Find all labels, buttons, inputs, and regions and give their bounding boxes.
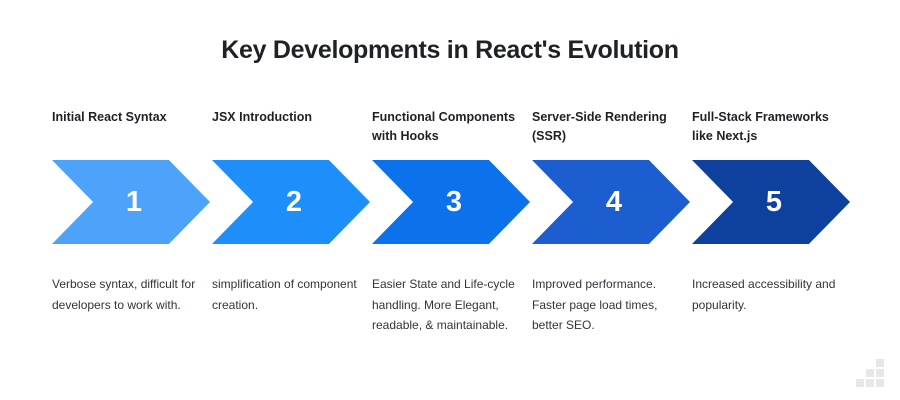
process-step: Functional Components with Hooks 3 Easie…	[372, 108, 532, 358]
step-chevron[interactable]: 4	[532, 160, 692, 244]
step-description: Increased accessibility and popularity.	[692, 277, 836, 312]
step-description: Improved performance. Faster page load t…	[532, 277, 658, 333]
process-step: JSX Introduction 2 simplification of com…	[212, 108, 372, 358]
step-description: Easier State and Life-cycle handling. Mo…	[372, 277, 515, 333]
process-step: Initial React Syntax 1 Verbose syntax, d…	[52, 108, 212, 358]
step-chevron[interactable]: 1	[52, 160, 212, 244]
process-step: Server-Side Rendering (SSR) 4 Improved p…	[532, 108, 692, 358]
step-heading: Initial React Syntax	[52, 110, 167, 124]
bar-chart-staircase-icon	[856, 358, 888, 388]
step-heading: Server-Side Rendering (SSR)	[532, 110, 667, 144]
page-title: Key Developments in React's Evolution	[221, 36, 679, 64]
step-heading: Full-Stack Frameworks like Next.js	[692, 110, 829, 144]
step-description: Verbose syntax, difficult for developers…	[52, 277, 196, 312]
process-step: Full-Stack Frameworks like Next.js 5 Inc…	[692, 108, 852, 358]
step-number: 2	[285, 185, 303, 218]
step-number: 5	[765, 185, 783, 218]
step-chevron[interactable]: 2	[212, 160, 372, 244]
step-description: simplification of component creation.	[212, 277, 357, 312]
step-chevron[interactable]: 3	[372, 160, 532, 244]
step-number: 3	[445, 185, 463, 218]
step-heading: Functional Components with Hooks	[372, 110, 516, 144]
step-chevron[interactable]: 5	[692, 160, 852, 244]
step-heading: JSX Introduction	[212, 110, 312, 124]
process-step-list: Initial React Syntax 1 Verbose syntax, d…	[52, 108, 852, 358]
step-number: 4	[605, 185, 623, 218]
step-number: 1	[125, 185, 143, 218]
